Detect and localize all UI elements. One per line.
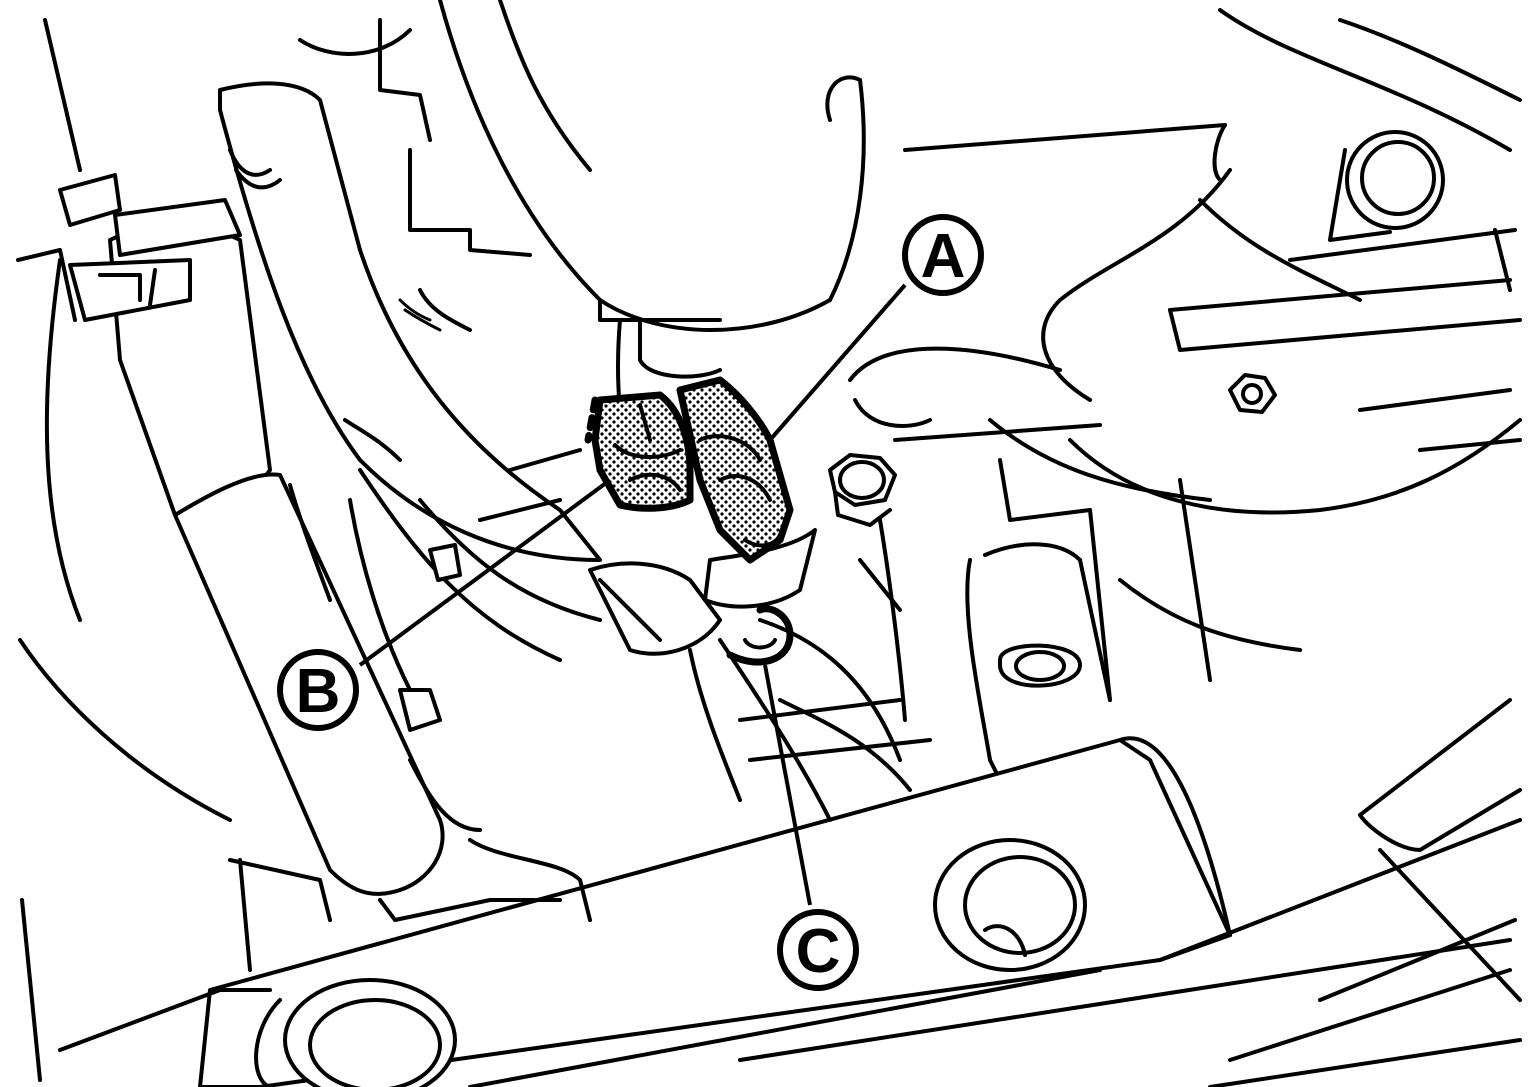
leader-lines	[358, 283, 907, 906]
frame-hole-right	[933, 838, 1087, 972]
bolt-center	[828, 453, 897, 527]
callout-a-label: A	[921, 222, 966, 291]
background-structure	[16, 0, 1522, 1087]
harness-clip-c	[726, 605, 794, 666]
leader-c	[763, 664, 812, 906]
left-hoses	[58, 81, 602, 972]
bolt-right	[1228, 373, 1277, 414]
connector-a	[676, 376, 794, 564]
leader-b	[358, 478, 612, 667]
center-wiring	[398, 288, 932, 822]
callout-c: C	[777, 909, 859, 991]
connector-b	[584, 391, 694, 512]
hose-clamp	[58, 173, 242, 322]
callout-b: B	[277, 649, 359, 731]
leader-a	[768, 283, 907, 442]
frame-hole-left	[283, 978, 457, 1087]
callout-b-label: B	[296, 657, 341, 726]
callout-c-label: C	[796, 917, 841, 986]
callout-a: A	[902, 214, 984, 296]
